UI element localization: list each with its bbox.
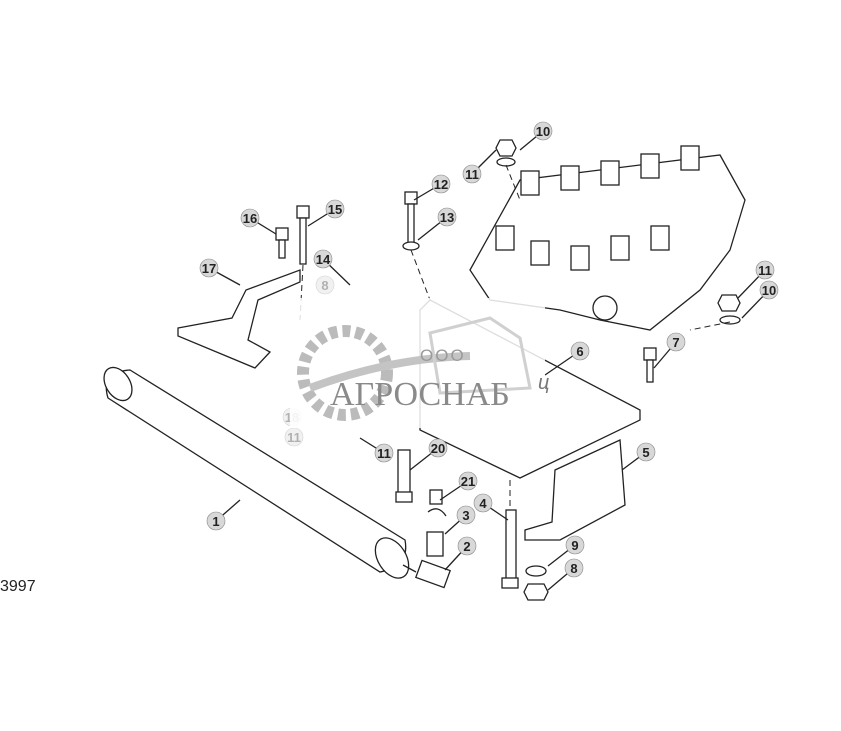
- solenoid: [495, 225, 515, 251]
- solenoid: [560, 165, 580, 191]
- svg-text:7: 7: [672, 335, 679, 350]
- callout-5: 5: [621, 442, 656, 471]
- callout-17: 17: [199, 258, 241, 286]
- svg-text:10: 10: [762, 283, 776, 298]
- solenoid: [680, 145, 700, 171]
- svg-text:21: 21: [461, 474, 475, 489]
- solenoid: [520, 170, 540, 196]
- svg-text:11: 11: [287, 430, 301, 445]
- svg-text:8: 8: [321, 278, 328, 293]
- svg-text:15: 15: [328, 202, 342, 217]
- control-valve-block: [469, 145, 746, 331]
- svg-text:20: 20: [431, 441, 445, 456]
- callout-6: 6: [544, 341, 590, 376]
- svg-text:8: 8: [570, 561, 577, 576]
- svg-text:1: 1: [212, 514, 219, 529]
- callout-7: 7: [653, 332, 686, 369]
- callout-11: 11: [284, 427, 304, 447]
- svg-text:4: 4: [479, 496, 487, 511]
- callout-10: 10: [741, 280, 779, 319]
- bolts: [275, 139, 741, 601]
- callout-10: 10: [519, 121, 553, 151]
- svg-text:11: 11: [465, 167, 479, 182]
- callout-16: 16: [240, 208, 277, 235]
- svg-text:11: 11: [758, 263, 772, 278]
- callout-9: 9: [547, 535, 585, 567]
- callout-4: 4: [473, 493, 509, 521]
- svg-text:10: 10: [536, 124, 550, 139]
- svg-text:5: 5: [642, 445, 649, 460]
- svg-text:2: 2: [463, 539, 470, 554]
- svg-text:11: 11: [377, 446, 391, 461]
- watermark-prefix: ООО: [420, 346, 466, 365]
- solenoid: [530, 240, 550, 266]
- solenoid: [570, 245, 590, 271]
- watermark-name: АГРОСНАБ: [330, 376, 510, 413]
- svg-text:17: 17: [202, 261, 216, 276]
- callout-2: 2: [444, 536, 477, 571]
- bracket-5: [524, 439, 626, 541]
- diagram-id: 3997: [0, 578, 36, 595]
- svg-text:3: 3: [462, 508, 469, 523]
- svg-text:16: 16: [243, 211, 257, 226]
- cylinder-part: [103, 366, 417, 579]
- svg-text:6: 6: [576, 344, 583, 359]
- solenoid: [650, 225, 670, 251]
- extra-mark: ц: [538, 372, 550, 394]
- svg-text:12: 12: [434, 177, 448, 192]
- callout-8: 8: [547, 558, 584, 591]
- callout-12: 12: [413, 174, 451, 201]
- svg-text:9: 9: [571, 538, 578, 553]
- callout-8: 8: [315, 275, 335, 295]
- callout-15: 15: [307, 199, 345, 227]
- callout-20: 20: [409, 438, 448, 471]
- callout-11: 11: [359, 437, 394, 463]
- svg-text:14: 14: [316, 252, 331, 267]
- fittings: [414, 489, 452, 589]
- solenoid: [610, 235, 630, 261]
- solenoid: [600, 160, 620, 186]
- bracket-17: [177, 269, 301, 369]
- callout-13: 13: [417, 207, 457, 241]
- callout-3: 3: [444, 505, 476, 535]
- callout-1: 1: [206, 499, 241, 531]
- callout-11: 11: [737, 260, 775, 299]
- watermark-logo: ООО АГРОСНАБ: [290, 298, 545, 428]
- callout-11: 11: [462, 149, 497, 184]
- callout-21: 21: [439, 471, 478, 501]
- svg-text:13: 13: [440, 210, 454, 225]
- solenoid: [640, 153, 660, 179]
- callout-14: 14: [313, 249, 351, 286]
